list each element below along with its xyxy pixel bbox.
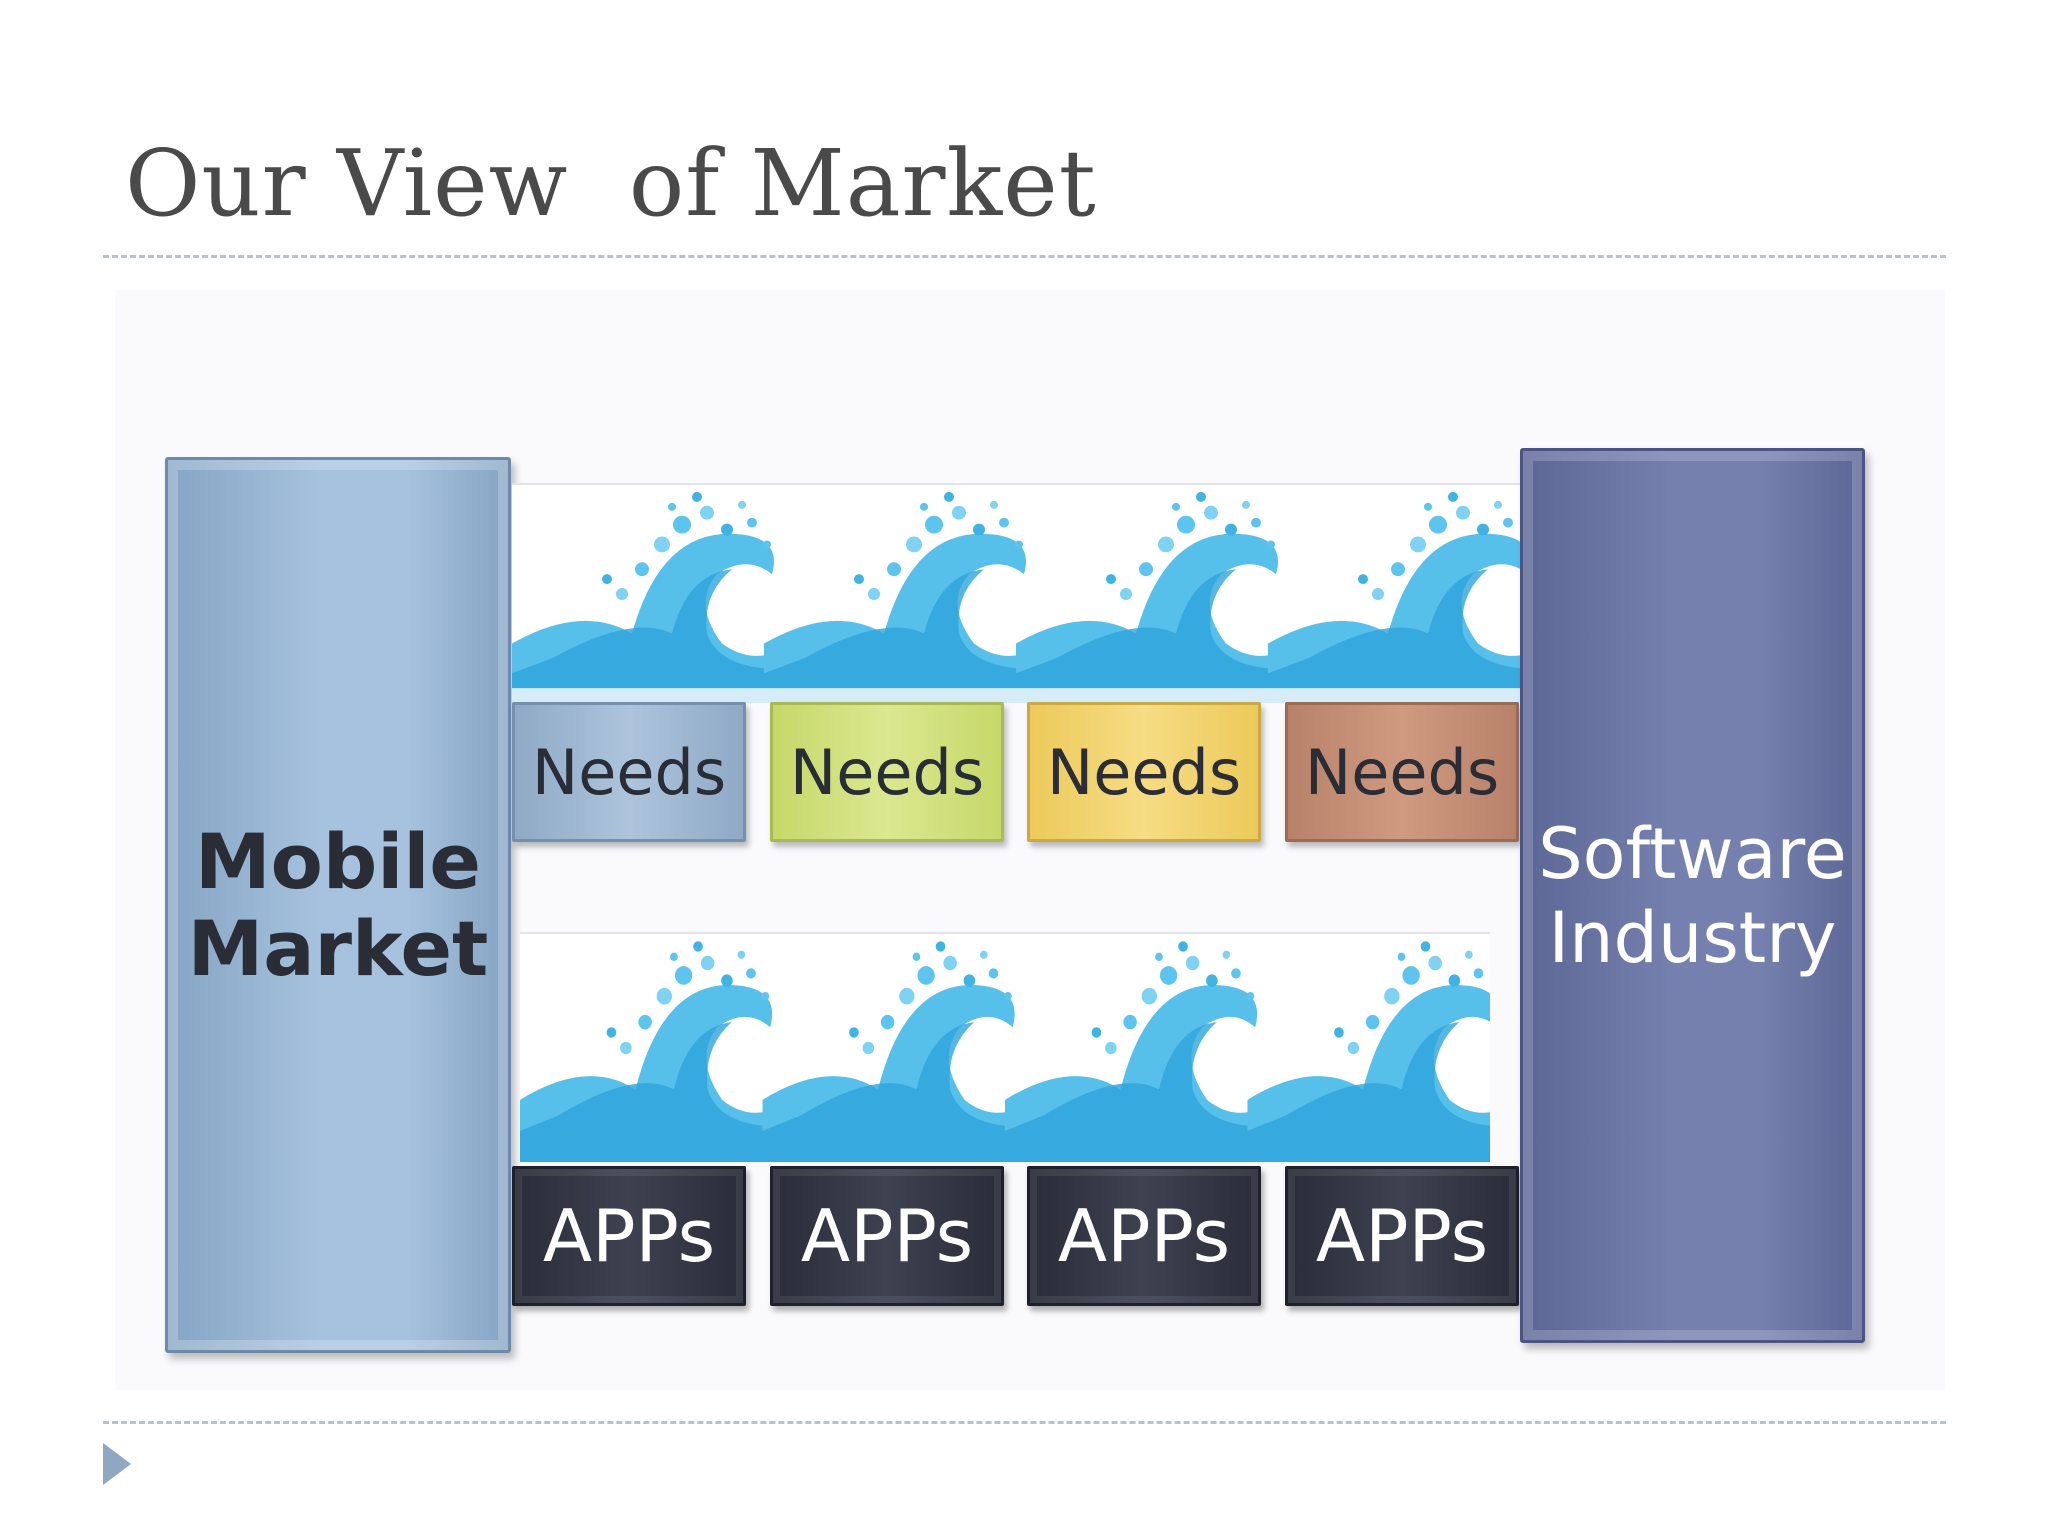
apps-block-4: APPs bbox=[1285, 1166, 1519, 1306]
apps-wave-band bbox=[520, 932, 1490, 1162]
software-industry-pillar: Software Industry bbox=[1520, 448, 1865, 1343]
needs-block-2: Needs bbox=[770, 702, 1004, 842]
software-industry-line-1: Software bbox=[1538, 812, 1847, 895]
needs-wave-band bbox=[512, 483, 1520, 703]
needs-block-4: Needs bbox=[1285, 702, 1519, 842]
needs-block-1: Needs bbox=[512, 702, 746, 842]
mobile-market-line-1: Mobile bbox=[195, 816, 481, 906]
apps-block-1: APPs bbox=[512, 1166, 746, 1306]
software-industry-line-2: Industry bbox=[1548, 896, 1837, 979]
bottom-divider bbox=[103, 1421, 1946, 1424]
software-industry-label: Software Industry bbox=[1538, 812, 1847, 980]
slide-title: Our View of Market bbox=[125, 130, 1097, 237]
mobile-market-label: Mobile Market bbox=[187, 816, 489, 993]
apps-block-2: APPs bbox=[770, 1166, 1004, 1306]
apps-block-3: APPs bbox=[1027, 1166, 1261, 1306]
mobile-market-pillar: Mobile Market bbox=[165, 457, 511, 1353]
wave-illustration-top bbox=[512, 491, 1520, 703]
needs-block-3: Needs bbox=[1027, 702, 1261, 842]
top-divider bbox=[103, 255, 1946, 258]
mobile-market-line-2: Market bbox=[187, 904, 489, 993]
triangle-bullet-icon bbox=[103, 1443, 131, 1485]
wave-illustration-bottom bbox=[520, 941, 1490, 1162]
